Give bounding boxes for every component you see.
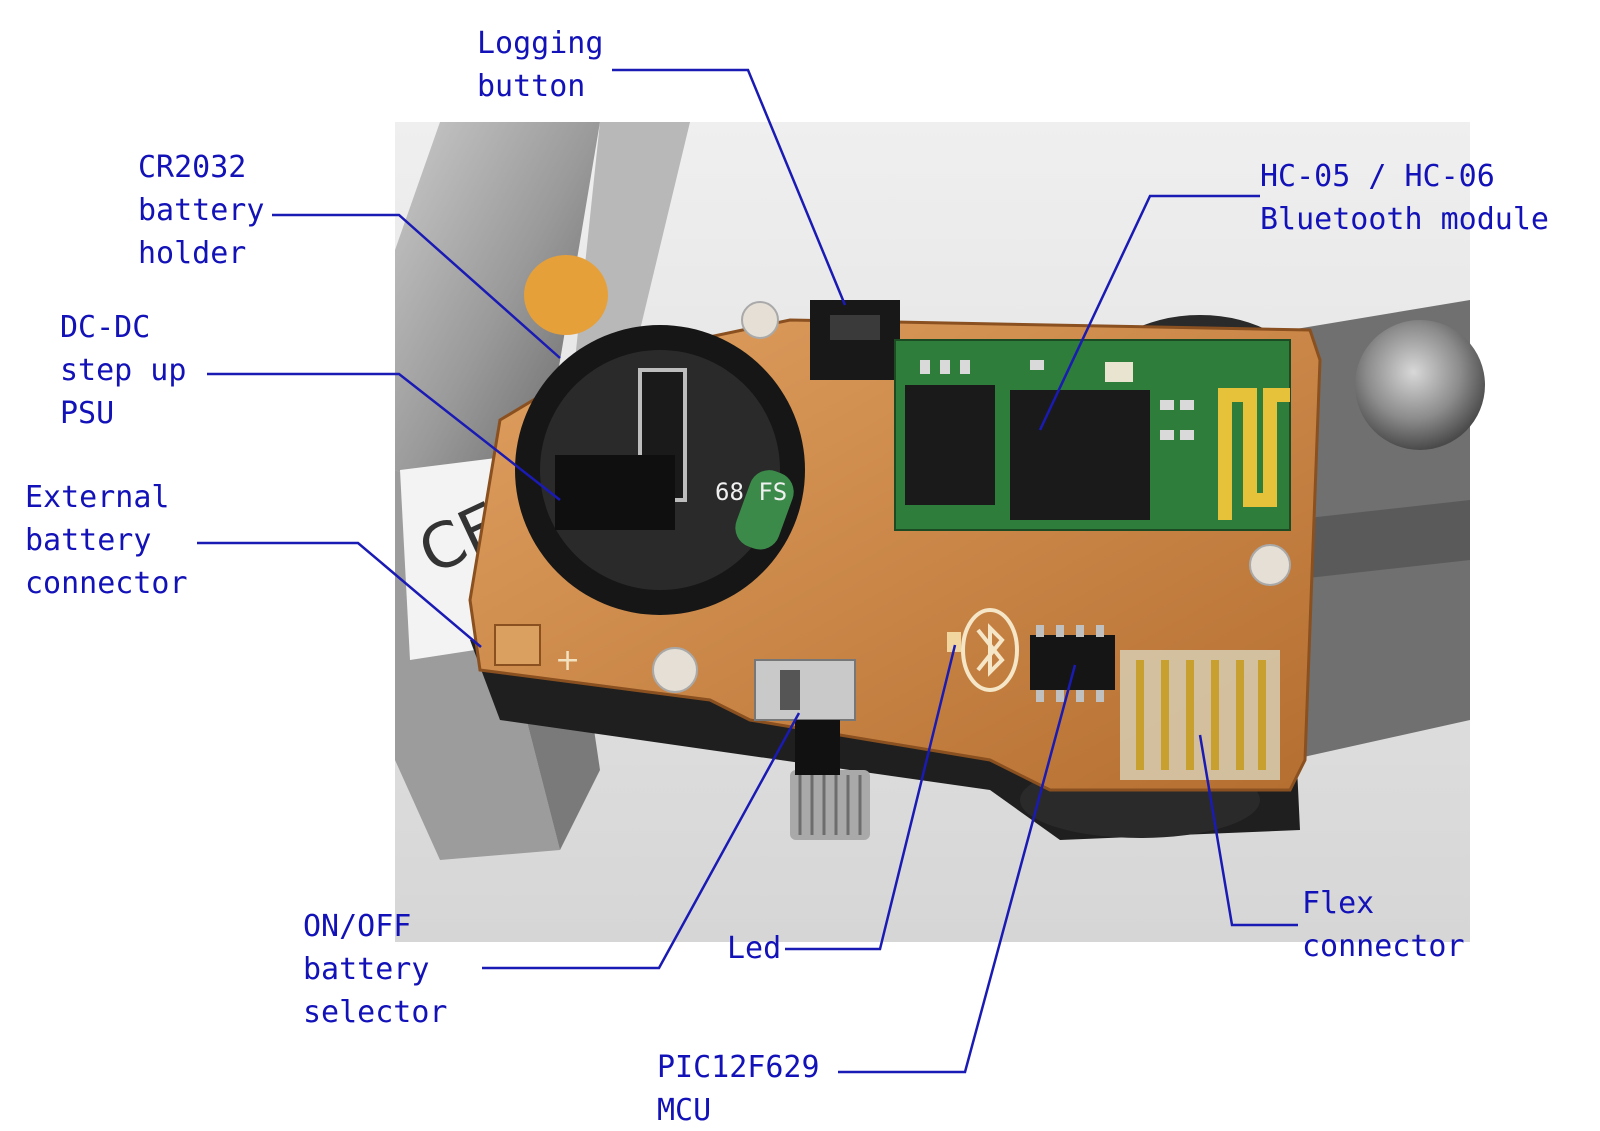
- label-line: Flex: [1302, 886, 1375, 921]
- label-bluetooth-module: HC-05 / HC-06 Bluetooth module: [1260, 155, 1549, 241]
- label-line: connector: [25, 566, 188, 601]
- slide-switch: [754, 659, 856, 721]
- label-led: Led: [727, 927, 781, 970]
- label-line: External: [25, 480, 170, 515]
- mounting-hole: [1249, 544, 1291, 586]
- label-logging-button: Logging button: [477, 22, 603, 108]
- depth-rod-knurl: [790, 770, 870, 840]
- inductor: [735, 470, 794, 550]
- label-line: ON/OFF: [303, 909, 412, 944]
- label-line: battery: [303, 952, 430, 987]
- label-line: CR2032: [138, 150, 247, 185]
- ext-battery-pads: [494, 624, 541, 666]
- label-line: connector: [1302, 929, 1465, 964]
- bluetooth-module-shape: [894, 339, 1291, 531]
- mcu-chip: [1030, 635, 1115, 690]
- mounting-hole: [652, 647, 698, 693]
- label-line: selector: [303, 995, 448, 1030]
- mounting-hole: [741, 301, 779, 339]
- label-line: holder: [138, 236, 247, 271]
- label-line: battery: [138, 193, 265, 228]
- label-line: battery: [25, 523, 152, 558]
- label-line: Bluetooth module: [1260, 202, 1549, 237]
- flex-connector-shape: [1120, 650, 1280, 780]
- tantalum-capacitor: [524, 255, 608, 335]
- label-line: HC-05 / HC-06: [1260, 159, 1495, 194]
- label-mcu: PIC12F629 MCU: [657, 1046, 820, 1131]
- label-line: PIC12F629: [657, 1050, 820, 1085]
- inductor-marking: 68 FS: [715, 478, 787, 506]
- label-flex-connector: Flex connector: [1302, 882, 1465, 968]
- battery-holder-shape: [515, 325, 805, 615]
- switch-knob: [795, 720, 840, 775]
- label-line: step up: [60, 353, 187, 388]
- label-line: DC-DC: [60, 310, 151, 345]
- label-line: Led: [727, 931, 782, 966]
- label-line: MCU: [657, 1093, 712, 1128]
- label-battery-holder: CR2032 battery holder: [138, 146, 264, 275]
- led-part: [947, 632, 961, 652]
- label-dcdc-psu: DC-DC step up PSU: [60, 306, 186, 435]
- label-line: Logging: [477, 26, 604, 61]
- polarity-mark: +: [555, 643, 580, 678]
- label-line: button: [477, 69, 586, 104]
- label-external-battery: External battery connector: [25, 476, 188, 605]
- knob: [1355, 320, 1485, 450]
- label-on-off-selector: ON/OFF battery selector: [303, 905, 448, 1034]
- label-line: PSU: [60, 396, 115, 431]
